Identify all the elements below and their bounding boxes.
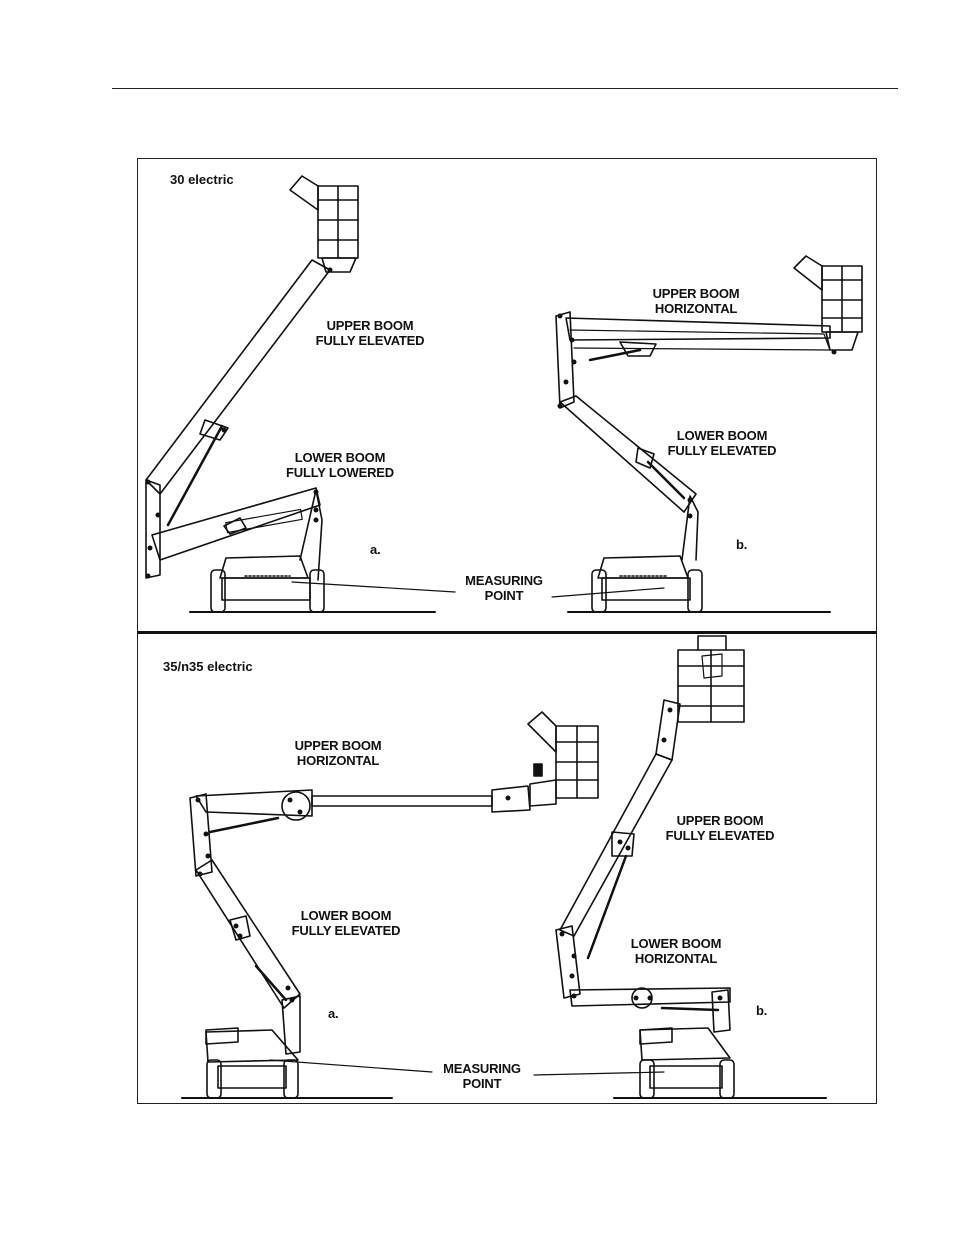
- lift-35-view-b: [556, 636, 826, 1098]
- panel-title-35-electric: 35/n35 electric: [163, 659, 253, 674]
- label-30-view-a: a.: [370, 542, 380, 557]
- panel-title-30-electric: 30 electric: [170, 172, 234, 187]
- label-35-view-a: a.: [328, 1006, 338, 1021]
- label-30-view-b: b.: [736, 537, 747, 552]
- lift-30-view-a: [146, 176, 436, 612]
- label-35-view-b: b.: [756, 1003, 767, 1018]
- lift-35-view-a: [182, 712, 598, 1098]
